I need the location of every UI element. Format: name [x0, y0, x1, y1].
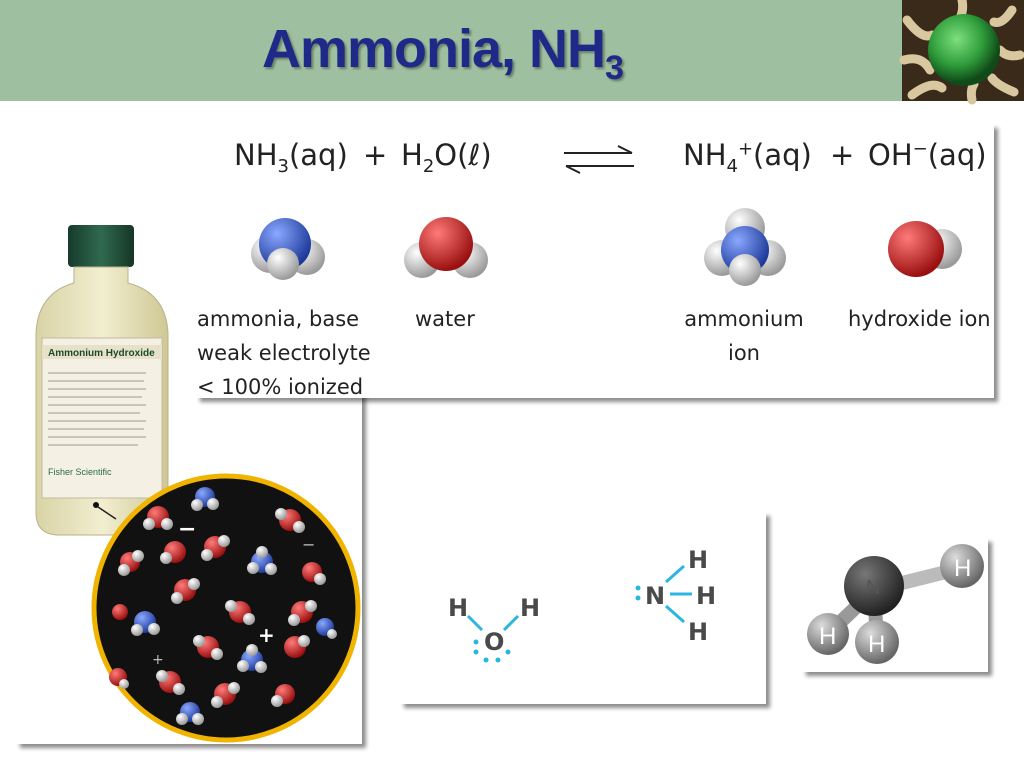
slide-title: Ammonia, NH3	[262, 19, 624, 87]
reactant-ammonia: NH3(aq)	[234, 138, 348, 177]
ball-stick-h1: H	[954, 555, 971, 582]
molecular-view-circle: − − + +	[91, 473, 361, 743]
ammonia-h-top: H	[688, 546, 708, 574]
equation-panel	[196, 124, 994, 398]
ammonia-ball-stick-model: N H H H	[807, 544, 984, 664]
hydroxide-space-filling-model	[888, 221, 962, 277]
svg-text:−: −	[302, 535, 315, 554]
ammonia-lewis-structure: H N H H	[635, 546, 716, 646]
svg-text:+: +	[152, 652, 164, 668]
ammonia-h-bottom: H	[688, 618, 708, 646]
ammonium-space-filling-model	[704, 208, 786, 286]
svg-text:+: +	[258, 623, 275, 647]
product-ammonium: NH4+(aq)	[683, 138, 812, 177]
ammonia-h-right: H	[696, 582, 716, 610]
ball-stick-h3: H	[868, 631, 885, 658]
water-lewis-structure: H H O	[448, 594, 540, 663]
bottle-label-title: Ammonium Hydroxide	[48, 348, 155, 359]
equilibrium-arrows	[564, 145, 634, 174]
ball-stick-h2: H	[819, 623, 836, 650]
water-space-filling-model	[404, 217, 488, 278]
lewis-structures-panel	[400, 512, 766, 704]
water-label: water	[415, 307, 475, 331]
bottle-brand: Fisher Scientific	[48, 467, 112, 477]
slide-header	[0, 0, 1024, 101]
ammonia-n: N	[645, 582, 665, 610]
ammonia-space-filling-model	[251, 218, 325, 280]
ball-stick-n: N	[866, 577, 880, 599]
ammonium-hydroxide-bottle: Ammonium Hydroxide Fisher Scientific	[35, 225, 169, 536]
water-h-left: H	[448, 594, 468, 622]
water-o: O	[484, 628, 504, 656]
water-h-right: H	[520, 594, 540, 622]
corner-green-sphere-image	[899, 0, 1024, 105]
ammonium-label: ammonium ion	[684, 307, 804, 365]
plus-sign-1: +	[363, 138, 388, 172]
product-hydroxide: OH−(aq)	[868, 138, 987, 172]
reactant-water: H2O(ℓ)	[401, 138, 492, 177]
lewis-structures: H H O H N H H	[448, 546, 716, 663]
ammonia-label: ammonia, base weak electrolyte < 100% io…	[197, 307, 371, 399]
plus-sign-2: +	[830, 138, 855, 172]
svg-text:−: −	[178, 517, 196, 542]
hydroxide-label: hydroxide ion	[848, 307, 991, 331]
